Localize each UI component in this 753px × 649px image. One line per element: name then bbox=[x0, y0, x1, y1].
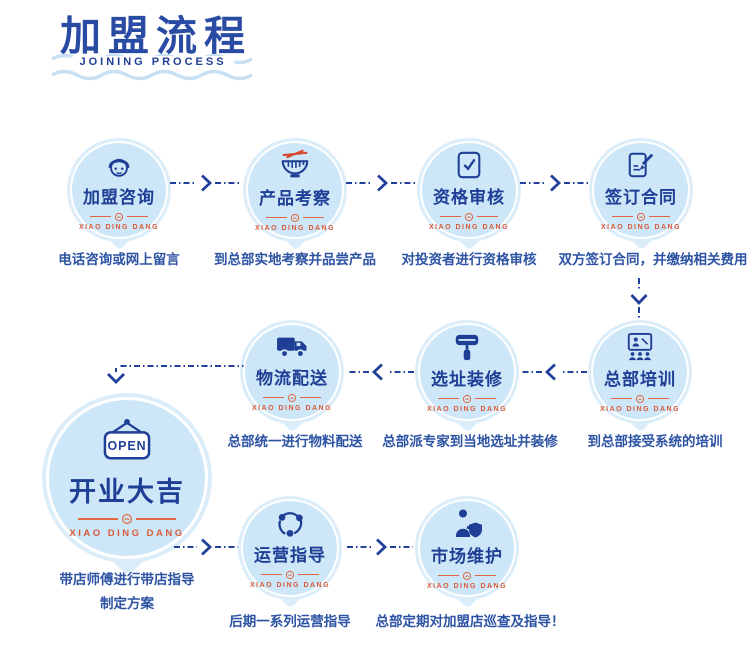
brand-divider bbox=[78, 513, 176, 525]
step-bubble-training: 总部培训 XIAO DING DANG bbox=[588, 320, 692, 433]
brand-divider bbox=[263, 393, 321, 403]
step-caption: 电话咨询或网上留言 bbox=[58, 252, 180, 267]
brand-logo-icon bbox=[636, 212, 646, 221]
step-bubble-opening: OPEN 开业大吉 XIAO DING DANG bbox=[42, 393, 212, 577]
brand-text: XIAO DING DANG bbox=[69, 527, 185, 539]
step-title: 选址装修 bbox=[431, 369, 503, 389]
brand-logo-icon bbox=[121, 513, 133, 524]
brand-logo-icon bbox=[287, 393, 297, 402]
delivery-truck-icon bbox=[277, 337, 307, 358]
page-title: 加盟流程 bbox=[60, 12, 252, 60]
brand-logo-icon bbox=[635, 394, 645, 403]
page-subtitle: JOINING PROCESS bbox=[71, 56, 235, 68]
step-caption: 后期一系列运营指导 bbox=[229, 614, 351, 629]
open-sign-text: OPEN bbox=[107, 439, 146, 453]
brand-logo-icon bbox=[285, 570, 295, 579]
step-bubble-product: 产品考察 XIAO DING DANG bbox=[243, 138, 347, 251]
step-caption: 总部派专家到当地选址并装修 bbox=[382, 434, 558, 449]
brand-text: XIAO DING DANG bbox=[428, 223, 510, 231]
step-bubble-consult: 加盟咨询 XIAO DING DANG bbox=[67, 138, 171, 251]
person-shield-icon bbox=[455, 509, 482, 537]
step-caption: 双方签订合同，并缴纳相关费用 bbox=[558, 252, 748, 267]
step-caption: 带店师傅进行带店指导 bbox=[59, 572, 195, 587]
step-title: 总部培训 bbox=[604, 369, 676, 389]
flow-arrow-right-icon bbox=[346, 174, 416, 192]
brand-text: XIAO DING DANG bbox=[254, 224, 336, 232]
flow-arrow-right-icon bbox=[174, 538, 238, 556]
step-title: 市场维护 bbox=[431, 546, 503, 566]
brand-text: XIAO DING DANG bbox=[78, 223, 160, 231]
noodle-bowl-icon bbox=[281, 148, 309, 177]
step-bubble-logistics: 物流配送 XIAO DING DANG bbox=[240, 320, 344, 433]
brand-text: XIAO DING DANG bbox=[251, 404, 333, 412]
brand-divider bbox=[438, 394, 496, 404]
brand-divider bbox=[438, 571, 496, 581]
flow-arrow-left-icon bbox=[348, 363, 414, 381]
step-title: 加盟咨询 bbox=[83, 187, 155, 207]
brand-logo-icon bbox=[464, 212, 474, 221]
brand-divider bbox=[440, 212, 498, 222]
step-caption: 对投资者进行资格审核 bbox=[401, 252, 537, 267]
flow-arrow-corner-down-icon bbox=[107, 365, 248, 384]
flow-arrow-right-icon bbox=[520, 174, 588, 192]
training-presentation-icon bbox=[627, 332, 653, 360]
brand-divider bbox=[611, 394, 669, 404]
step-bubble-operation: 运营指导 XIAO DING DANG bbox=[238, 496, 342, 609]
contract-pen-icon bbox=[628, 152, 654, 177]
brand-logo-icon bbox=[462, 394, 472, 403]
brand-text: XIAO DING DANG bbox=[600, 223, 682, 231]
step-title: 产品考察 bbox=[259, 188, 331, 208]
step-title: 开业大吉 bbox=[69, 476, 185, 507]
paint-roller-icon bbox=[455, 334, 479, 360]
step-bubble-market: 市场维护 XIAO DING DANG bbox=[415, 496, 519, 609]
brand-text: XIAO DING DANG bbox=[599, 405, 681, 413]
network-nodes-icon bbox=[278, 511, 303, 537]
step-title: 物流配送 bbox=[256, 368, 328, 388]
brand-text: XIAO DING DANG bbox=[426, 405, 508, 413]
flow-arrow-right-icon bbox=[170, 174, 240, 192]
brand-logo-icon bbox=[290, 213, 300, 222]
brand-divider bbox=[612, 212, 670, 222]
brand-text: XIAO DING DANG bbox=[426, 582, 508, 590]
step-title: 资格审核 bbox=[433, 187, 505, 207]
flow-arrow-left-icon bbox=[521, 363, 587, 381]
open-sign-icon: OPEN bbox=[103, 418, 151, 459]
document-check-icon bbox=[457, 151, 481, 178]
step-title: 签订合同 bbox=[605, 187, 677, 207]
step-title: 运营指导 bbox=[254, 545, 326, 565]
step-caption: 总部统一进行物料配送 bbox=[227, 434, 363, 449]
brand-divider bbox=[266, 213, 324, 223]
brand-text: XIAO DING DANG bbox=[249, 581, 331, 589]
step-caption: 制定方案 bbox=[100, 596, 154, 611]
brand-divider bbox=[90, 212, 148, 222]
step-caption: 到总部接受系统的培训 bbox=[587, 434, 723, 449]
step-bubble-contract: 签订合同 XIAO DING DANG bbox=[589, 138, 693, 251]
step-bubble-review: 资格审核 XIAO DING DANG bbox=[417, 138, 521, 251]
consultant-icon bbox=[108, 158, 130, 177]
flow-arrow-down-icon bbox=[630, 278, 648, 320]
step-caption: 到总部实地考察并品尝产品 bbox=[214, 252, 376, 267]
brand-logo-icon bbox=[114, 212, 124, 221]
brand-divider bbox=[261, 570, 319, 580]
step-bubble-renovation: 选址装修 XIAO DING DANG bbox=[415, 320, 519, 433]
brand-logo-icon bbox=[462, 571, 472, 580]
flow-arrow-right-icon bbox=[347, 538, 413, 556]
step-caption: 总部定期对加盟店巡查及指导！ bbox=[375, 614, 565, 629]
